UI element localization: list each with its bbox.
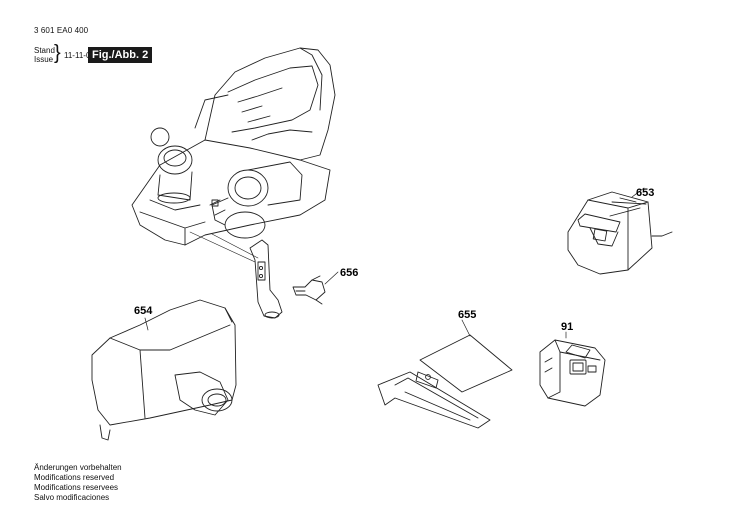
issue-label: Issue [34, 55, 54, 64]
issue-date: 11-11-09 [64, 51, 95, 60]
leader-line [189, 231, 256, 263]
battery-part [539, 331, 606, 407]
footer-line-en: Modifications reserved [34, 473, 115, 482]
planer-tool [131, 47, 336, 246]
footer-line-fr: Modifications reservees [34, 483, 119, 492]
callout-parallel-guide: 655 [458, 309, 476, 321]
issue-labels: Stand Issue [34, 46, 55, 64]
footer-line-es: Salvo modificaciones [34, 493, 110, 502]
bracket-part [249, 239, 339, 319]
dust-bag-part [91, 299, 237, 441]
callout-bracket: 656 [340, 267, 358, 279]
footer-line-de: Änderungen vorbehalten [34, 463, 122, 472]
charger-part [567, 187, 673, 275]
issue-brace: } [54, 42, 61, 64]
document-number: 3 601 EA0 400 [34, 26, 89, 35]
callout-charger: 653 [636, 187, 654, 199]
stand-label: Stand [34, 46, 55, 55]
callout-battery: 91 [561, 321, 573, 333]
parallel-guide-part [377, 319, 513, 429]
figure-label: Fig./Abb. 2 [88, 47, 153, 63]
callout-dust-bag: 654 [134, 305, 153, 317]
footer-notes: Änderungen vorbehalten Modifications res… [34, 463, 122, 503]
